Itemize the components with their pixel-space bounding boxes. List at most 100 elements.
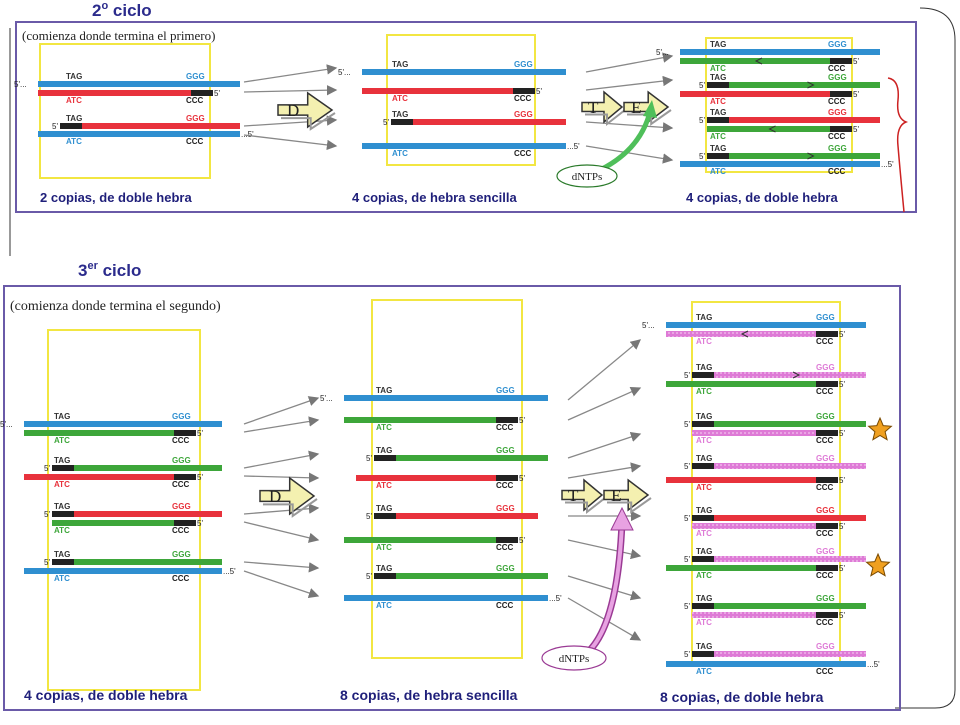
label-atc: ATC [54, 480, 70, 489]
cycle2-panel [15, 21, 917, 213]
label-ccc: CCC [816, 667, 834, 676]
label-ggg: GGG [496, 386, 515, 395]
label-ggg: GGG [186, 72, 205, 81]
flow-arrow [567, 575, 642, 601]
label-five-prime: 5' [366, 572, 372, 581]
primer-segment [174, 474, 196, 480]
primer-segment [496, 537, 518, 543]
label-five-prime: 5' [383, 118, 389, 127]
direction-arrow [807, 152, 815, 160]
label-ggg: GGG [816, 594, 835, 603]
primer-segment [692, 556, 714, 562]
cycle3-subtitle: (comienza donde termina el segundo) [10, 299, 221, 314]
label-five-prime: 5'... [656, 48, 669, 57]
label-atc: ATC [66, 96, 82, 105]
flow-arrow [243, 503, 320, 515]
label-five-prime: ...5' [549, 594, 562, 603]
star-marker [865, 552, 891, 577]
label-five-prime: 5' [44, 558, 50, 567]
dna-strand [52, 559, 222, 565]
label-tag: TAG [710, 108, 726, 117]
primer-segment [52, 559, 74, 565]
primer-segment [830, 58, 852, 64]
extension-step-label: E [611, 486, 621, 505]
primer-segment [496, 417, 518, 423]
cycle2-caption-right: 4 copias, de doble hebra [686, 190, 838, 205]
primer-segment [692, 651, 714, 657]
label-five-prime: 5' [684, 462, 690, 471]
dna-strand [374, 455, 548, 461]
primer-segment [374, 455, 396, 461]
label-tag: TAG [696, 363, 712, 372]
label-tag: TAG [54, 456, 70, 465]
label-atc: ATC [376, 423, 392, 432]
label-five-prime: 5' [519, 536, 525, 545]
label-atc: ATC [54, 436, 70, 445]
dna-strand [24, 474, 196, 480]
label-ccc: CCC [514, 149, 532, 158]
dna-strand [24, 568, 222, 574]
label-five-prime: 5' [699, 152, 705, 161]
label-five-prime: 5' [366, 512, 372, 521]
cycle3-content: TAG GGG 5'... ATC CCC 5' TAG GGG 5' ATC CCC 5' TAG GG… [0, 299, 893, 691]
flow-arrow [243, 396, 320, 425]
dna-strand [707, 153, 880, 159]
extension-step-arrow [623, 90, 670, 124]
dna-strand [680, 49, 880, 55]
label-tag: TAG [66, 72, 82, 81]
label-five-prime: 5' [214, 89, 220, 98]
label-atc: ATC [392, 94, 408, 103]
label-ccc: CCC [816, 618, 834, 627]
label-tag: TAG [696, 313, 712, 322]
dntps-ellipse [556, 164, 618, 188]
label-atc: ATC [696, 529, 712, 538]
direction-arrow [740, 330, 749, 338]
dna-strand [692, 612, 838, 618]
dna-strand [666, 661, 866, 667]
dna-strand [60, 123, 240, 129]
label-ccc: CCC [816, 483, 834, 492]
extension-step-arrow [603, 478, 650, 512]
extension-step-shadow [627, 109, 672, 126]
label-five-prime: 5' [684, 555, 690, 564]
label-ggg: GGG [816, 454, 835, 463]
primer-segment [513, 88, 535, 94]
label-five-prime: 5' [684, 420, 690, 429]
label-five-prime: 5' [366, 454, 372, 463]
label-atc: ATC [66, 137, 82, 146]
label-five-prime: 5'... [14, 80, 27, 89]
primer-segment [707, 153, 729, 159]
primer-segment [816, 523, 838, 529]
primer-segment [174, 430, 196, 436]
label-ggg: GGG [816, 547, 835, 556]
label-five-prime: 5'... [320, 394, 333, 403]
label-ggg: GGG [496, 446, 515, 455]
denaturation-step-arrow [259, 476, 316, 516]
primer-segment [692, 421, 714, 427]
label-atc: ATC [696, 387, 712, 396]
label-ggg: GGG [172, 502, 191, 511]
label-ggg: GGG [816, 506, 835, 515]
primer-segment [816, 565, 838, 571]
label-ccc: CCC [828, 64, 846, 73]
label-ggg: GGG [514, 60, 533, 69]
label-ccc: CCC [828, 132, 846, 141]
dna-strand [692, 515, 866, 521]
flow-arrow [567, 431, 642, 459]
label-tag: TAG [392, 60, 408, 69]
primer-segment [52, 465, 74, 471]
label-ccc: CCC [816, 571, 834, 580]
annealing-step-arrow [561, 478, 604, 512]
label-tag: TAG [710, 73, 726, 82]
label-five-prime: 5' [839, 429, 845, 438]
label-tag: TAG [696, 594, 712, 603]
flow-arrow [567, 386, 642, 421]
label-atc: ATC [376, 481, 392, 490]
dna-strand [38, 131, 240, 137]
flow-arrow [243, 521, 320, 543]
primer-segment [816, 612, 838, 618]
extension-step-shadow [607, 497, 652, 514]
cycle3-caption-mid: 8 copias, de hebra sencilla [340, 687, 518, 703]
